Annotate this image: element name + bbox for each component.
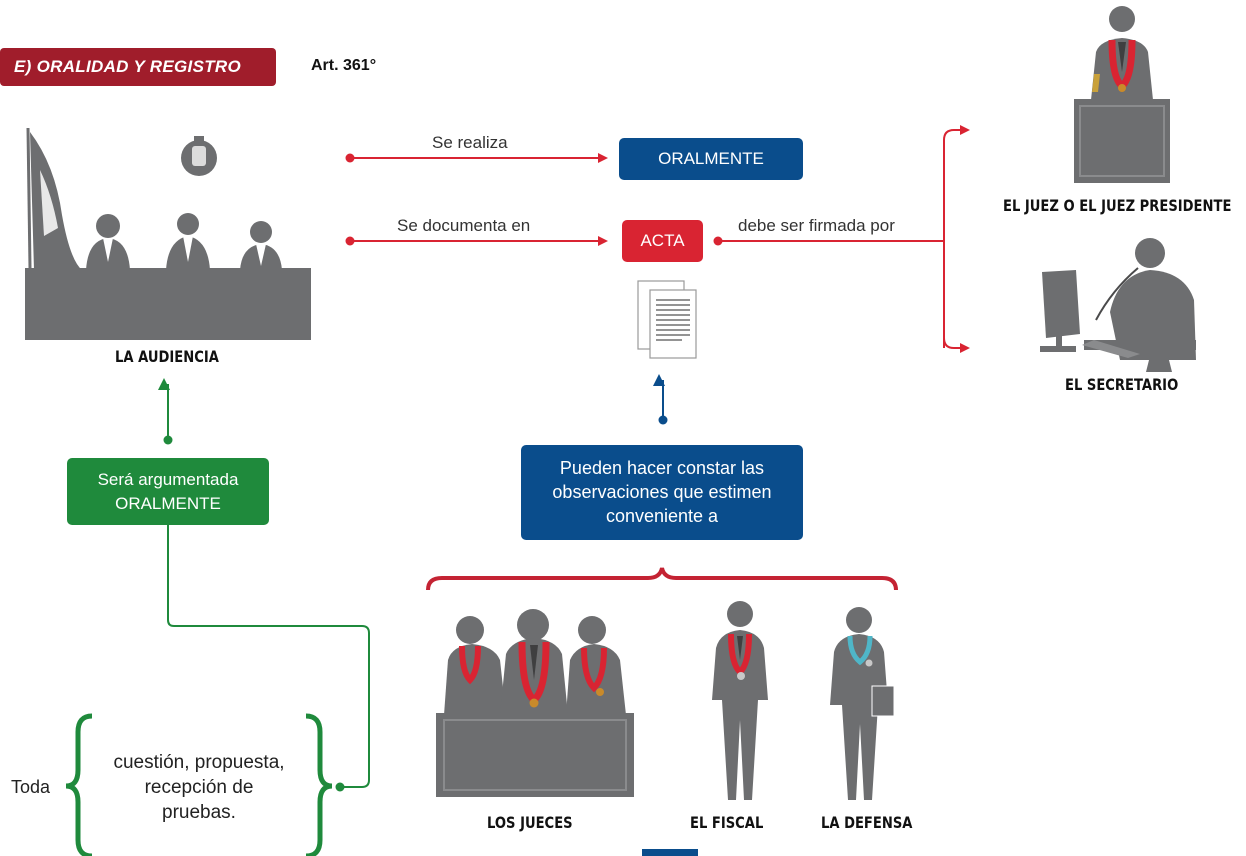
left-brace-icon — [65, 713, 93, 856]
defensa-caption: LA DEFENSA — [821, 813, 913, 832]
toda-list: cuestión, propuesta, recepción de prueba… — [92, 750, 306, 825]
constar-line-3: conveniente a — [605, 506, 719, 526]
toda-line-3: pruebas. — [162, 802, 236, 823]
acta-box: ACTA — [622, 220, 703, 262]
bottom-tab — [642, 849, 698, 856]
audiencia-caption: LA AUDIENCIA — [115, 347, 219, 366]
toda-line-1: cuestión, propuesta, — [113, 752, 285, 773]
secretario-caption: EL SECRETARIO — [1065, 375, 1179, 394]
edge-constar-to-acta — [653, 374, 668, 425]
jueces-caption: LOS JUECES — [487, 813, 573, 832]
argumentada-box: Será argumentada ORALMENTE — [67, 458, 269, 525]
oralmente-box: ORALMENTE — [619, 138, 803, 180]
secretary-illustration — [1040, 238, 1196, 372]
edge-toda-to-argumentada — [167, 525, 370, 792]
toda-label: Toda — [11, 777, 51, 797]
edge-label-se-documenta: Se documenta en — [397, 216, 531, 235]
argumentada-line-2: ORALMENTE — [115, 494, 221, 513]
judges-group-illustration — [436, 609, 634, 797]
article-label: Art. 361° — [311, 57, 377, 74]
constar-line-2: observaciones que estimen — [552, 482, 772, 502]
prosecutor-illustration — [712, 601, 768, 800]
fiscal-caption: EL FISCAL — [690, 813, 764, 832]
edge-label-firmada-por: debe ser firmada por — [738, 216, 895, 235]
edge-argumentada-to-audiencia — [158, 378, 173, 445]
right-brace-icon — [305, 713, 333, 856]
toda-line-2: recepción de — [144, 777, 254, 798]
juez-caption: EL JUEZ O EL JUEZ PRESIDENTE — [1003, 196, 1232, 215]
constar-box: Pueden hacer constar las observaciones q… — [521, 445, 803, 540]
document-icon — [637, 280, 697, 359]
judge-president-illustration — [1074, 6, 1170, 183]
coat-of-arms-icon — [181, 136, 217, 176]
edge-se-realiza — [345, 153, 608, 163]
group-brace-icon — [426, 567, 898, 591]
constar-line-1: Pueden hacer constar las — [559, 458, 765, 478]
edge-firmada-por — [713, 125, 970, 353]
edge-se-documenta — [345, 236, 608, 246]
defense-illustration — [830, 607, 895, 800]
section-title: E) ORALIDAD Y REGISTRO — [0, 48, 276, 86]
courtroom-illustration — [25, 127, 311, 340]
argumentada-line-1: Será argumentada — [97, 470, 239, 489]
edge-label-se-realiza: Se realiza — [432, 133, 508, 152]
